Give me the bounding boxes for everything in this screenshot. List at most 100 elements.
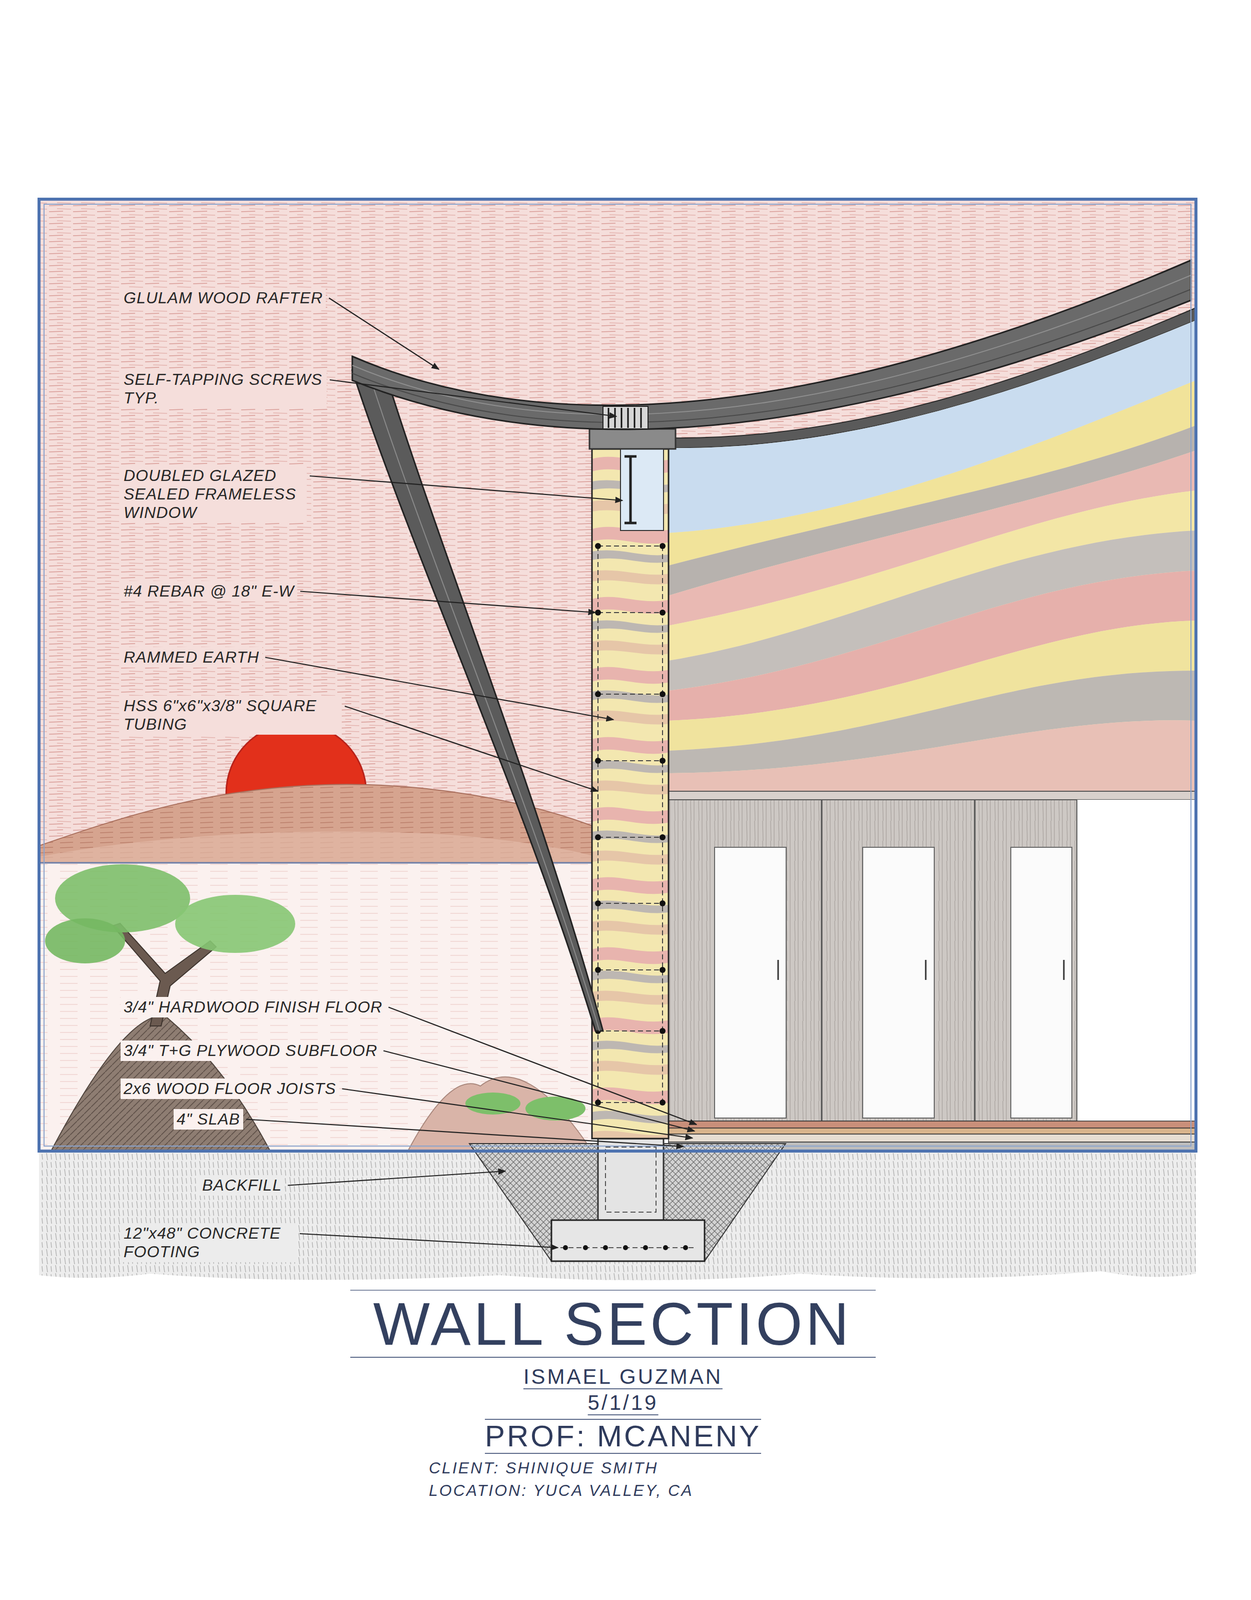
title-block-text: 5/1/19 — [587, 1391, 659, 1416]
rammed-earth-wall — [597, 969, 663, 971]
leader-line — [328, 298, 439, 370]
glulam-rafter — [634, 407, 636, 428]
leader-line — [300, 591, 596, 613]
foundation — [562, 1244, 568, 1250]
mounds — [407, 1076, 592, 1151]
rammed-earth-wall — [589, 428, 676, 449]
leader-line — [344, 706, 598, 792]
foundation — [551, 1138, 705, 1262]
foundation — [663, 1244, 669, 1250]
glulam-rafter — [640, 407, 643, 428]
sheet-frame — [39, 199, 1196, 1151]
rammed-earth-wall — [589, 428, 676, 1139]
callout-label: GLULAM WOOD RAFTER — [120, 287, 326, 309]
title-guidelines — [350, 1290, 876, 1358]
rammed-earth-wall — [594, 542, 666, 1106]
glulam-rafter — [607, 407, 610, 428]
cabinets — [668, 791, 1196, 1121]
rammed-earth-wall — [624, 456, 637, 523]
hills — [39, 831, 592, 863]
title-block-text: ISMAEL GUZMAN — [523, 1365, 723, 1390]
rammed-earth-wall — [594, 542, 601, 549]
leader-line — [388, 1007, 697, 1125]
rammed-earth-wall — [659, 966, 666, 973]
leader-line — [342, 1088, 693, 1139]
callout-label: 12"x48" CONCRETE FOOTING — [120, 1222, 297, 1263]
title-guidelines — [350, 1356, 876, 1358]
glulam-rafter — [614, 407, 616, 428]
mounds — [465, 1092, 521, 1115]
rammed-earth-wall — [597, 836, 663, 838]
rammed-earth-wall — [594, 691, 601, 698]
cabinets — [714, 847, 787, 1118]
foundation — [551, 1219, 705, 1262]
rammed-earth-wall — [597, 611, 663, 613]
foundation — [683, 1244, 689, 1250]
drawing-title: WALL SECTION — [373, 1293, 853, 1354]
rammed-earth-wall — [594, 834, 601, 841]
rammed-earth-wall — [659, 757, 666, 764]
rammed-earth-wall — [594, 1099, 601, 1106]
leader-line — [383, 1050, 695, 1132]
callout-label: 3/4" HARDWOOD FINISH FLOOR — [120, 996, 386, 1018]
title-block-text: PROF: MCANENY — [484, 1418, 762, 1454]
glulam-rafter — [352, 289, 1191, 423]
floor-assembly — [668, 1120, 1196, 1128]
rammed-earth-wall — [594, 757, 601, 764]
cabinets — [1076, 799, 1196, 1121]
title-guidelines — [350, 1289, 876, 1291]
foundation — [622, 1244, 629, 1250]
rammed-earth-wall — [659, 900, 666, 907]
glulam-rafter — [352, 260, 1191, 430]
rammed-earth-wall — [594, 900, 601, 907]
interior-rammed-earth — [668, 720, 1196, 792]
rammed-earth-wall — [591, 448, 669, 1139]
foundation — [602, 1244, 608, 1250]
title-block-text: LOCATION: YUCA VALLEY, CA — [428, 1481, 694, 1500]
rammed-earth-wall — [597, 1030, 663, 1032]
rammed-earth-wall — [597, 545, 663, 1103]
cabinets — [1010, 847, 1072, 1118]
foundation — [643, 1244, 649, 1250]
callout-label: HSS 6"x6"x3/8" SQUARE TUBING — [120, 695, 342, 735]
rammed-earth-wall — [620, 448, 664, 531]
glulam-rafter — [620, 407, 623, 428]
rammed-earth-wall — [659, 542, 666, 549]
foundation — [605, 1146, 657, 1212]
rammed-earth-wall — [597, 760, 663, 762]
rammed-earth-wall — [659, 834, 666, 841]
rammed-earth-wall — [594, 609, 601, 616]
tree — [45, 918, 126, 964]
lower-landscape — [39, 862, 592, 1151]
leader-line — [329, 379, 617, 417]
curved-steel-column — [368, 372, 600, 1031]
callout-label: #4 REBAR @ 18" E-W — [120, 580, 298, 602]
callout-label: 3/4" T+G PLYWOOD SUBFLOOR — [120, 1040, 381, 1061]
rammed-earth-wall — [597, 1101, 663, 1103]
hills — [39, 784, 592, 863]
cabinets — [925, 959, 927, 980]
callout-label: 2x6 WOOD FLOOR JOISTS — [120, 1078, 340, 1099]
rammed-earth-wall — [597, 902, 663, 904]
leader-line — [309, 475, 623, 501]
sheet-frame — [44, 204, 1191, 1146]
cabinets — [668, 791, 1196, 800]
rammed-earth-wall — [659, 691, 666, 698]
callout-label: DOUBLED GLAZED SEALED FRAMELESS WINDOW — [120, 465, 307, 523]
cabinets — [668, 799, 1077, 1121]
leader-line — [246, 1119, 684, 1147]
cabinets — [821, 799, 823, 1121]
cabinets — [974, 799, 976, 1121]
sheet-frame — [39, 199, 1196, 1151]
rammed-earth-wall — [597, 545, 663, 547]
rammed-earth-wall — [594, 966, 601, 973]
glulam-rafter — [352, 275, 1191, 415]
cabinets — [1063, 959, 1065, 980]
cabinets — [862, 847, 935, 1118]
rammed-earth-wall — [662, 545, 664, 1103]
rammed-earth-wall — [659, 609, 666, 616]
leader-line — [287, 1170, 506, 1186]
glulam-rafter — [627, 407, 630, 428]
